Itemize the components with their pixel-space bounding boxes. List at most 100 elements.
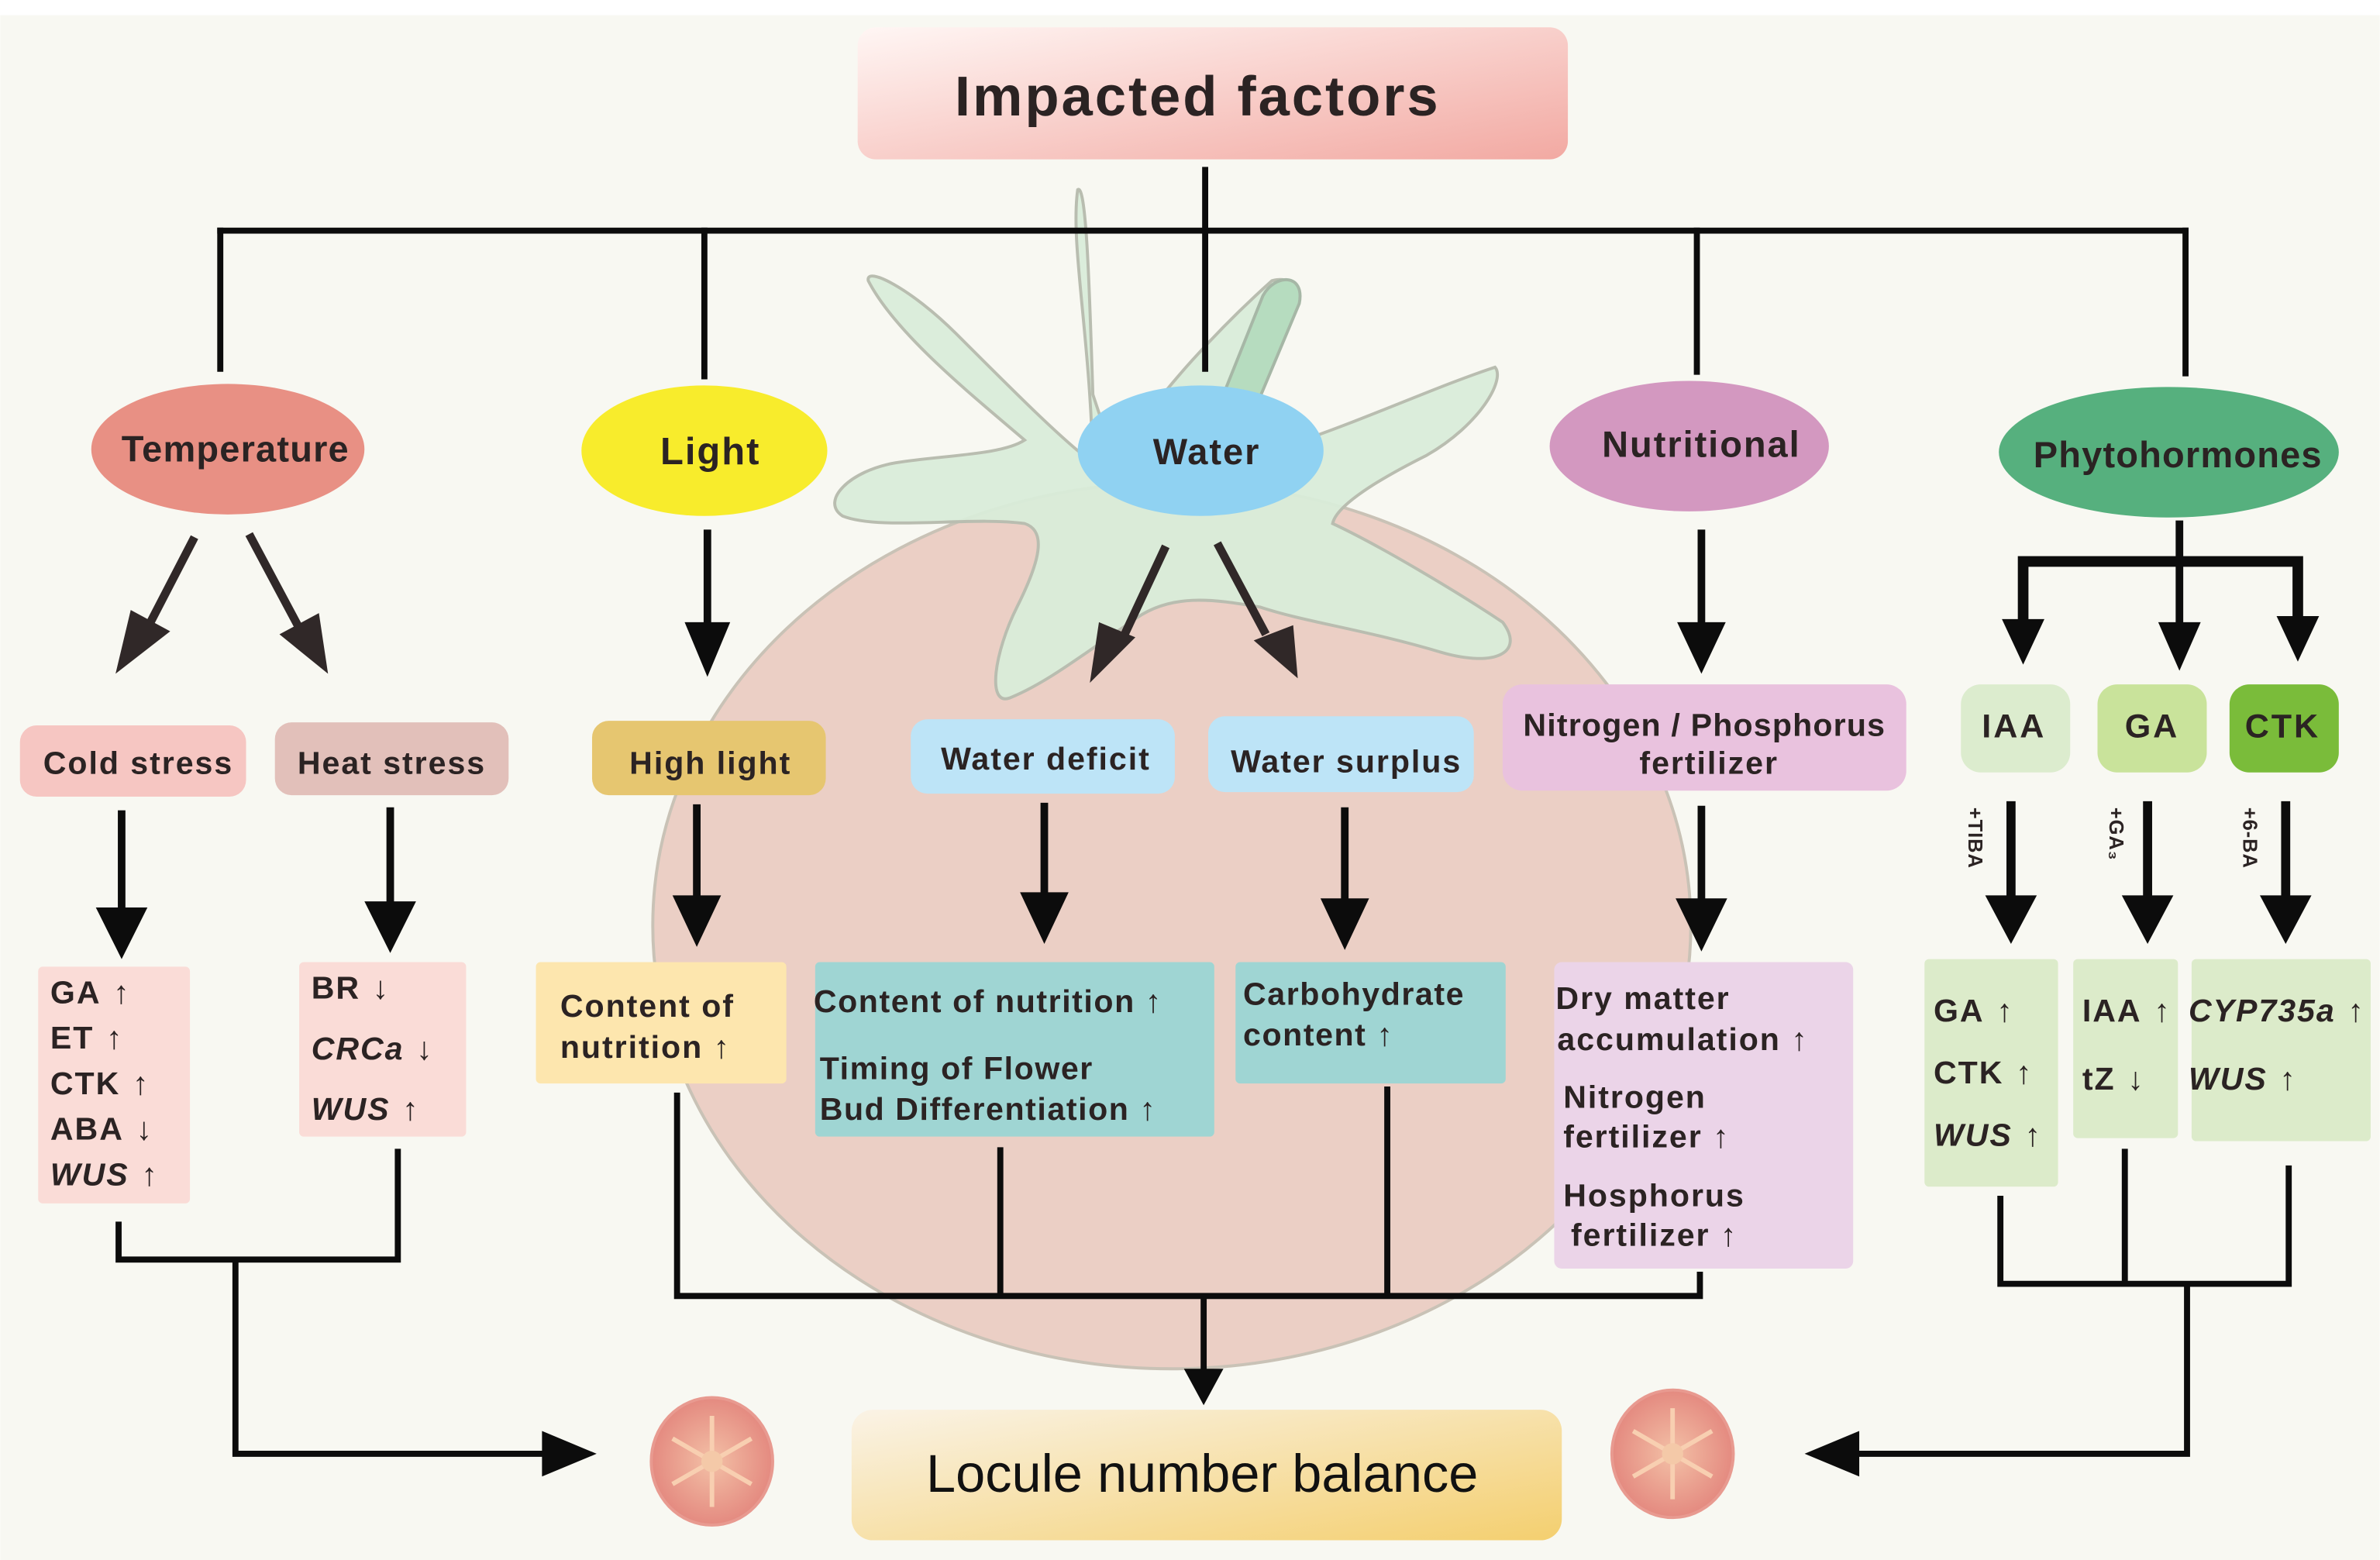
effect-name: CTK [1934,1055,2003,1090]
svg-text:Content of: Content of [560,988,735,1024]
arrow-up-icon: ↑ [402,1091,418,1127]
hormone-effects-list: CYP735a↑ WUS ↑ [2189,993,2364,1097]
effect-name: GA [50,974,102,1010]
svg-text:Dry matter: Dry matter [1555,980,1730,1016]
effect-name: ET [50,1020,94,1055]
effect-row: GA ↑ [50,974,129,1010]
effect-row: CRCa↓ [312,1031,432,1066]
svg-text:fertilizer ↑: fertilizer ↑ [1571,1217,1738,1253]
arrow-down-icon: ↓ [2127,1061,2144,1097]
factor-label: Temperature [122,428,350,469]
effect-row: WUS ↑ [1934,1117,2041,1152]
arrow-up-icon: ↑ [1996,993,2013,1028]
svg-text:Water deficit: Water deficit [941,741,1151,777]
factor-phytohormones: Phytohormones [1999,387,2339,518]
svg-text:fertilizer ↑: fertilizer ↑ [1563,1118,1730,1154]
hormone-label: CTK [2245,708,2320,746]
effect-name: IAA [2082,993,2142,1028]
factor-temperature: Temperature [91,384,365,515]
arrowhead-icon [2260,895,2312,944]
hormone-box [2229,684,2339,773]
effect-name: ABA [50,1111,124,1147]
hormone-ctk: CTK +6-BA CYP735a↑ WUS ↑ [2189,684,2371,1142]
svg-text:Carbohydrate: Carbohydrate [1243,976,1465,1011]
factor-light: Light [581,385,828,516]
hormone-effects-box [2073,959,2179,1138]
effect-row: WUS ↑ [312,1091,418,1127]
svg-text:Heat stress: Heat stress [298,746,486,781]
svg-text:Nitrogen: Nitrogen [1563,1079,1707,1114]
arrow-up-icon: ↑ [113,974,129,1010]
fertilizer-box: Nitrogen / Phosphorus fertilizer [1502,684,1906,791]
water-deficit-effects-box: Content of nutrition ↑ Timing of Flower … [814,962,1214,1137]
effect-row: ET ↑ [50,1020,122,1055]
effect-name: GA [1934,993,1985,1028]
hormone-effects-box [2191,959,2371,1142]
svg-text:Nitrogen / Phosphorus: Nitrogen / Phosphorus [1523,708,1886,743]
svg-text:fertilizer: fertilizer [1639,746,1779,781]
water-surplus-box: Water surplus [1207,716,1474,793]
arrow-up-icon: ↑ [2279,1061,2296,1097]
nutritional-effects-box: Dry matter accumulation ↑ Nitrogen ferti… [1554,962,1854,1269]
hormone-ga: GA +GA₃ IAA ↑ tZ ↓ [2073,684,2207,1138]
svg-text:Bud Differentiation ↑: Bud Differentiation ↑ [820,1091,1157,1127]
effect-row: WUS ↑ [50,1156,157,1192]
treatment-label: +6-BA [2238,808,2260,869]
factor-label: Nutritional [1602,423,1800,464]
light-effects-box: Content of nutrition ↑ [536,962,787,1084]
hormone-effects-box [1924,959,2058,1187]
arrow-up-icon: ↑ [141,1156,157,1192]
title-text: Impacted factors [955,65,1441,128]
heat-effects-box: BR↓ CRCa↓ WUS ↑ [299,962,467,1137]
effect-name: WUS [2189,1061,2268,1097]
arrow-up-icon: ↑ [2016,1055,2032,1090]
arrow-down-icon: ↓ [373,969,389,1005]
temperature-merge-connector [115,1148,597,1477]
phytohormone-merge-connector [1804,1148,2292,1477]
temperature-arrows [115,532,329,674]
arrow-up-icon: ↑ [2024,1117,2041,1152]
svg-text:content ↑: content ↑ [1243,1017,1394,1052]
effect-name: tZ [2082,1061,2116,1097]
effect-row: CTK ↑ [1934,1055,2032,1090]
arrow-up-icon: ↑ [106,1020,122,1055]
water-surplus-effects-box: Carbohydrate content ↑ [1235,962,1506,1084]
center-merge-connector [673,1086,1703,1406]
effect-row: BR↓ [312,969,389,1005]
calyx-stem-icon [1221,277,1302,400]
svg-text:High light: High light [629,746,791,781]
arrow-up-icon: ↑ [2154,993,2170,1028]
svg-text:Cold stress: Cold stress [43,746,233,781]
arrow-up-icon: ↑ [133,1066,149,1101]
hormone-box [2097,684,2207,773]
water-deficit-box: Water deficit [911,719,1175,794]
heat-stress-box: Heat stress [274,722,509,796]
hormone-label: GA [2125,708,2179,746]
outcome-text: Locule number balance [926,1444,1478,1503]
effect-name: CYP735a [2189,993,2336,1028]
effect-name: CTK [50,1066,120,1101]
factor-water: Water [1077,385,1324,516]
effect-name: WUS [1934,1117,2013,1152]
high-light-box: High light [591,721,826,796]
hormone-label: IAA [1982,708,2046,746]
factor-nutritional: Nutritional [1549,381,1829,511]
svg-text:Content of nutrition ↑: Content of nutrition ↑ [814,983,1162,1019]
factor-label: Light [660,431,760,473]
effect-row: GA ↑ [1934,993,2013,1028]
svg-text:nutrition ↑: nutrition ↑ [560,1029,731,1065]
effect-row: CTK ↑ [50,1066,149,1101]
factor-label: Water [1153,431,1261,472]
effect-name: WUS [50,1156,129,1192]
factor-label: Phytohormones [2034,434,2323,475]
tomato-slice-icon [649,1396,774,1527]
effect-row: CYP735a↑ [2189,993,2364,1028]
effect-name: WUS [312,1091,391,1127]
title-box [857,27,1569,160]
arrow-down-icon: ↓ [416,1031,432,1066]
effect-row: ABA↓ [50,1111,152,1147]
treatment-label: +GA₃ [2105,808,2127,861]
tomato-slice-icon [1610,1388,1735,1520]
svg-text:Hosphorus: Hosphorus [1563,1178,1745,1214]
